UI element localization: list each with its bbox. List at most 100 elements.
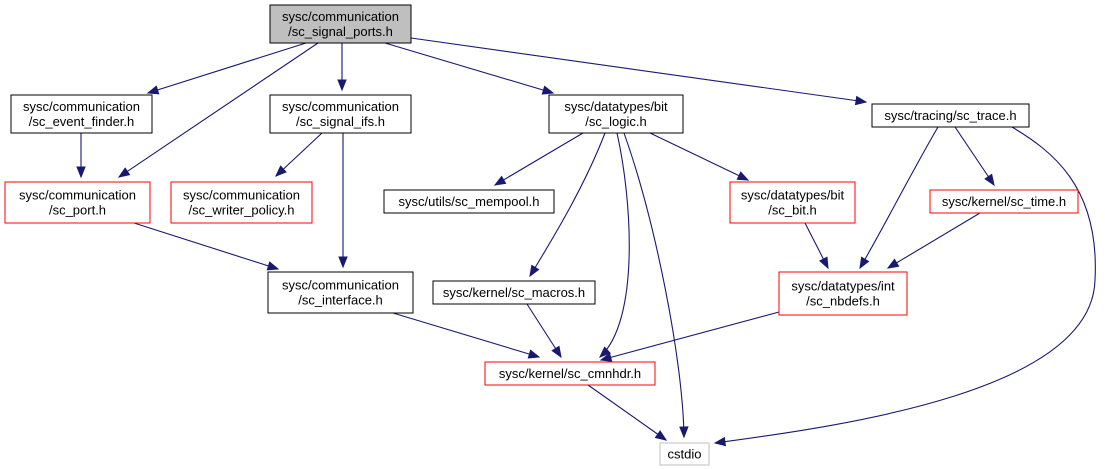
node-box [269,4,412,44]
node-sc-event-finder[interactable]: sysc/communication/sc_event_finder.h [10,94,153,134]
edge-line [714,126,1096,444]
node-label-line: sysc/communication [282,99,399,114]
arrowhead [541,85,555,95]
node-label-line: /sc_logic.h [585,114,646,129]
edges-layer [76,37,1096,447]
edge-line [410,37,867,103]
arrowhead [146,85,160,95]
edge-sc-logic-to-sc-cmnhdr [599,132,630,358]
arrowhead [819,256,829,270]
node-label-line: /sc_event_finder.h [29,114,135,129]
node-sc-macros[interactable]: sysc/kernel/sc_macros.h [432,280,596,305]
node-box [383,189,555,214]
node-box [432,280,596,305]
edge-line [384,42,554,94]
arrowhead [859,256,870,270]
node-label-line: /sc_signal_ifs.h [296,114,385,129]
edge-line [859,126,939,269]
node-sc-signal-ports[interactable]: sysc/communication/sc_signal_ports.h [269,4,412,44]
node-label-line: sysc/kernel/sc_cmnhdr.h [499,366,641,381]
node-sc-mempool[interactable]: sysc/utils/sc_mempool.h [383,189,555,214]
nodes-layer: sysc/communication/sc_signal_ports.hsysc… [4,4,1079,466]
edge-line [494,132,584,186]
arrowhead [529,264,540,278]
node-label-line: /sc_port.h [49,203,106,218]
edge-line [649,132,749,181]
node-box [4,181,151,224]
node-sc-cmnhdr[interactable]: sysc/kernel/sc_cmnhdr.h [484,361,656,386]
arrowhead [76,166,86,179]
arrowhead [337,79,347,92]
node-label-line: /sc_signal_ports.h [288,24,393,39]
edge-line [587,384,667,441]
node-label-line: sysc/datatypes/int [791,279,895,294]
node-sc-port[interactable]: sysc/communication/sc_port.h [4,181,151,224]
node-label-line: sysc/datatypes/bit [741,188,845,203]
node-label-line: /sc_interface.h [298,293,383,308]
node-label-line: sysc/kernel/sc_macros.h [443,285,585,300]
edge-sc-interface-to-sc-cmnhdr [392,312,541,359]
node-box [871,103,1030,128]
edge-sc-logic-to-cstdio [623,132,689,439]
arrowhead [275,165,287,177]
node-label-line: sysc/datatypes/bit [564,99,668,114]
edge-sc-event-finder-to-sc-port [76,133,86,179]
node-box [929,189,1079,214]
node-box [269,94,412,134]
node-sc-nbdefs[interactable]: sysc/datatypes/int/sc_nbdefs.h [778,271,908,316]
edge-line [887,212,981,269]
arrowhead [527,349,541,359]
node-cstdio: cstdio [659,442,710,466]
node-box [10,94,153,134]
node-label-line: sysc/tracing/sc_trace.h [884,108,1016,123]
edge-line [133,222,279,270]
node-box [778,271,908,316]
edge-line [600,311,780,361]
edge-sc-signal-ports-to-sc-port [117,42,319,178]
edge-sc-signal-ports-to-sc-event-finder [146,42,307,95]
node-sc-trace[interactable]: sysc/tracing/sc_trace.h [871,103,1030,128]
edge-sc-signal-ifs-to-sc-writer-policy [275,132,323,177]
node-label-line: sysc/communication [23,99,140,114]
node-sc-time[interactable]: sysc/kernel/sc_time.h [929,189,1079,214]
node-label-line: sysc/utils/sc_mempool.h [399,194,540,209]
arrowhead [736,171,750,181]
arrowhead [713,436,726,447]
edge-sc-signal-ifs-to-sc-interface [338,133,348,269]
edge-sc-logic-to-sc-mempool [493,132,584,186]
node-label-line: /sc_bit.h [768,203,816,218]
arrowhead [266,261,280,271]
arrowhead [493,175,507,186]
node-label-line: sysc/kernel/sc_time.h [942,194,1066,209]
edge-line [599,132,630,358]
edge-sc-signal-ports-to-sc-signal-ifs [337,43,347,92]
edge-line [954,126,995,186]
node-sc-writer-policy[interactable]: sysc/communication/sc_writer_policy.h [170,181,313,224]
edge-line [118,42,319,178]
node-label-line: sysc/communication [282,9,399,24]
edge-sc-port-to-sc-interface [133,222,280,271]
node-label-line: sysc/communication [282,278,399,293]
node-label-line: /sc_nbdefs.h [806,294,880,309]
arrowhead [679,426,689,439]
arrowhead [886,258,900,269]
node-sc-logic[interactable]: sysc/datatypes/bit/sc_logic.h [548,94,684,134]
node-label-line: sysc/communication [19,188,136,203]
edge-sc-time-to-sc-nbdefs [886,212,981,269]
node-sc-interface[interactable]: sysc/communication/sc_interface.h [267,271,414,314]
node-box [659,442,710,466]
edge-sc-nbdefs-to-sc-cmnhdr [599,311,780,362]
arrowhead [551,345,562,359]
arrowhead [599,346,611,358]
node-box [170,181,313,224]
arrowhead [984,173,995,187]
node-label-line: sysc/communication [183,188,300,203]
node-box [729,181,856,224]
edge-line [623,132,685,438]
edge-sc-bit-to-sc-nbdefs [804,222,829,270]
node-sc-signal-ifs[interactable]: sysc/communication/sc_signal_ifs.h [269,94,412,134]
node-sc-bit[interactable]: sysc/datatypes/bit/sc_bit.h [729,181,856,224]
edge-line [147,42,307,94]
edge-sc-trace-to-cstdio [713,126,1096,447]
